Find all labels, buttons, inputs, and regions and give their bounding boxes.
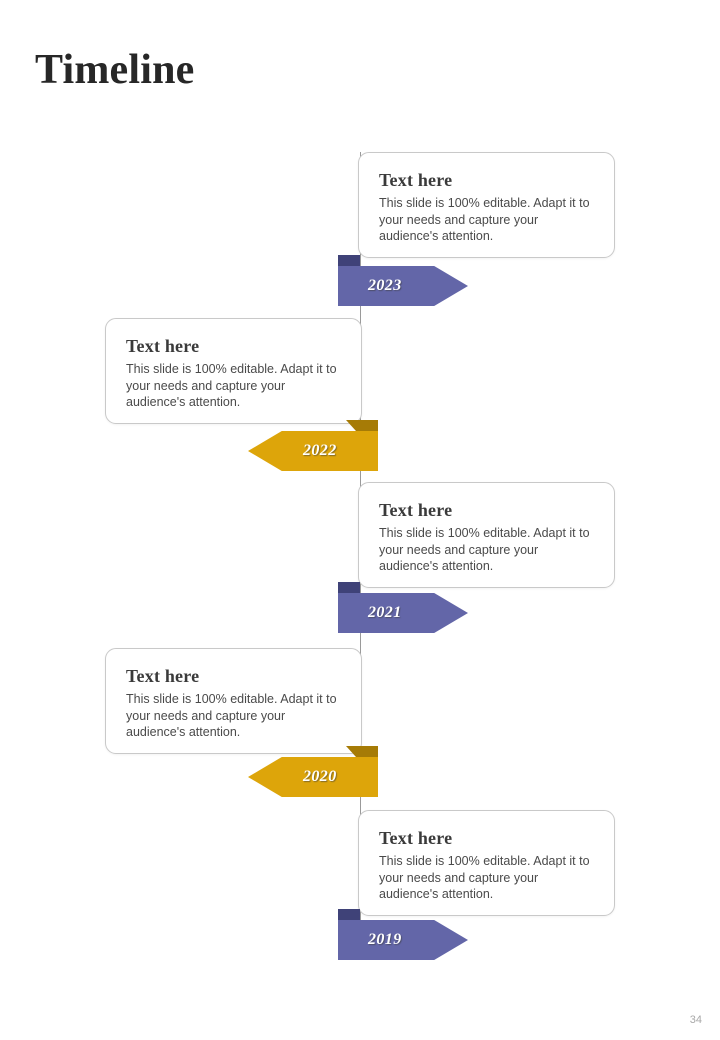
card-body-text: This slide is 100% editable. Adapt it to… xyxy=(379,196,590,243)
arrow-right-icon xyxy=(338,266,468,306)
page-number: 34 xyxy=(689,1014,702,1026)
year-label: 2020 xyxy=(303,768,337,785)
card-body-text: This slide is 100% editable. Adapt it to… xyxy=(126,692,337,739)
arrow-fold-icon xyxy=(346,420,378,431)
arrow-fold-icon xyxy=(338,582,360,593)
timeline-card-2020[interactable]: Text here This slide is 100% editable. A… xyxy=(105,648,362,754)
year-marker-2022[interactable]: 2022 xyxy=(248,420,378,471)
arrow-fold-icon xyxy=(346,746,378,757)
arrow-fold-icon xyxy=(338,255,360,266)
year-marker-2020[interactable]: 2020 xyxy=(248,746,378,797)
card-heading: Text here xyxy=(379,170,453,190)
arrow-fold-icon xyxy=(338,909,360,920)
timeline-card-2022[interactable]: Text here This slide is 100% editable. A… xyxy=(105,318,362,424)
page-title: Timeline xyxy=(35,47,195,93)
timeline-card-2021[interactable]: Text here This slide is 100% editable. A… xyxy=(358,482,615,588)
card-heading: Text here xyxy=(126,666,200,686)
arrow-right-icon xyxy=(338,593,468,633)
year-label: 2019 xyxy=(368,931,402,948)
card-heading: Text here xyxy=(126,336,200,356)
card-body-text: This slide is 100% editable. Adapt it to… xyxy=(379,526,590,573)
card-body-text: This slide is 100% editable. Adapt it to… xyxy=(126,362,337,409)
card-heading: Text here xyxy=(379,828,453,848)
year-label: 2023 xyxy=(368,277,402,294)
card-heading: Text here xyxy=(379,500,453,520)
arrow-right-icon xyxy=(338,920,468,960)
timeline-card-2023[interactable]: Text here This slide is 100% editable. A… xyxy=(358,152,615,258)
year-label: 2022 xyxy=(303,442,337,459)
year-label: 2021 xyxy=(368,604,402,621)
year-marker-2019[interactable]: 2019 xyxy=(338,909,468,960)
card-body-text: This slide is 100% editable. Adapt it to… xyxy=(379,854,590,901)
year-marker-2023[interactable]: 2023 xyxy=(338,255,468,306)
year-marker-2021[interactable]: 2021 xyxy=(338,582,468,633)
timeline-card-2019[interactable]: Text here This slide is 100% editable. A… xyxy=(358,810,615,916)
